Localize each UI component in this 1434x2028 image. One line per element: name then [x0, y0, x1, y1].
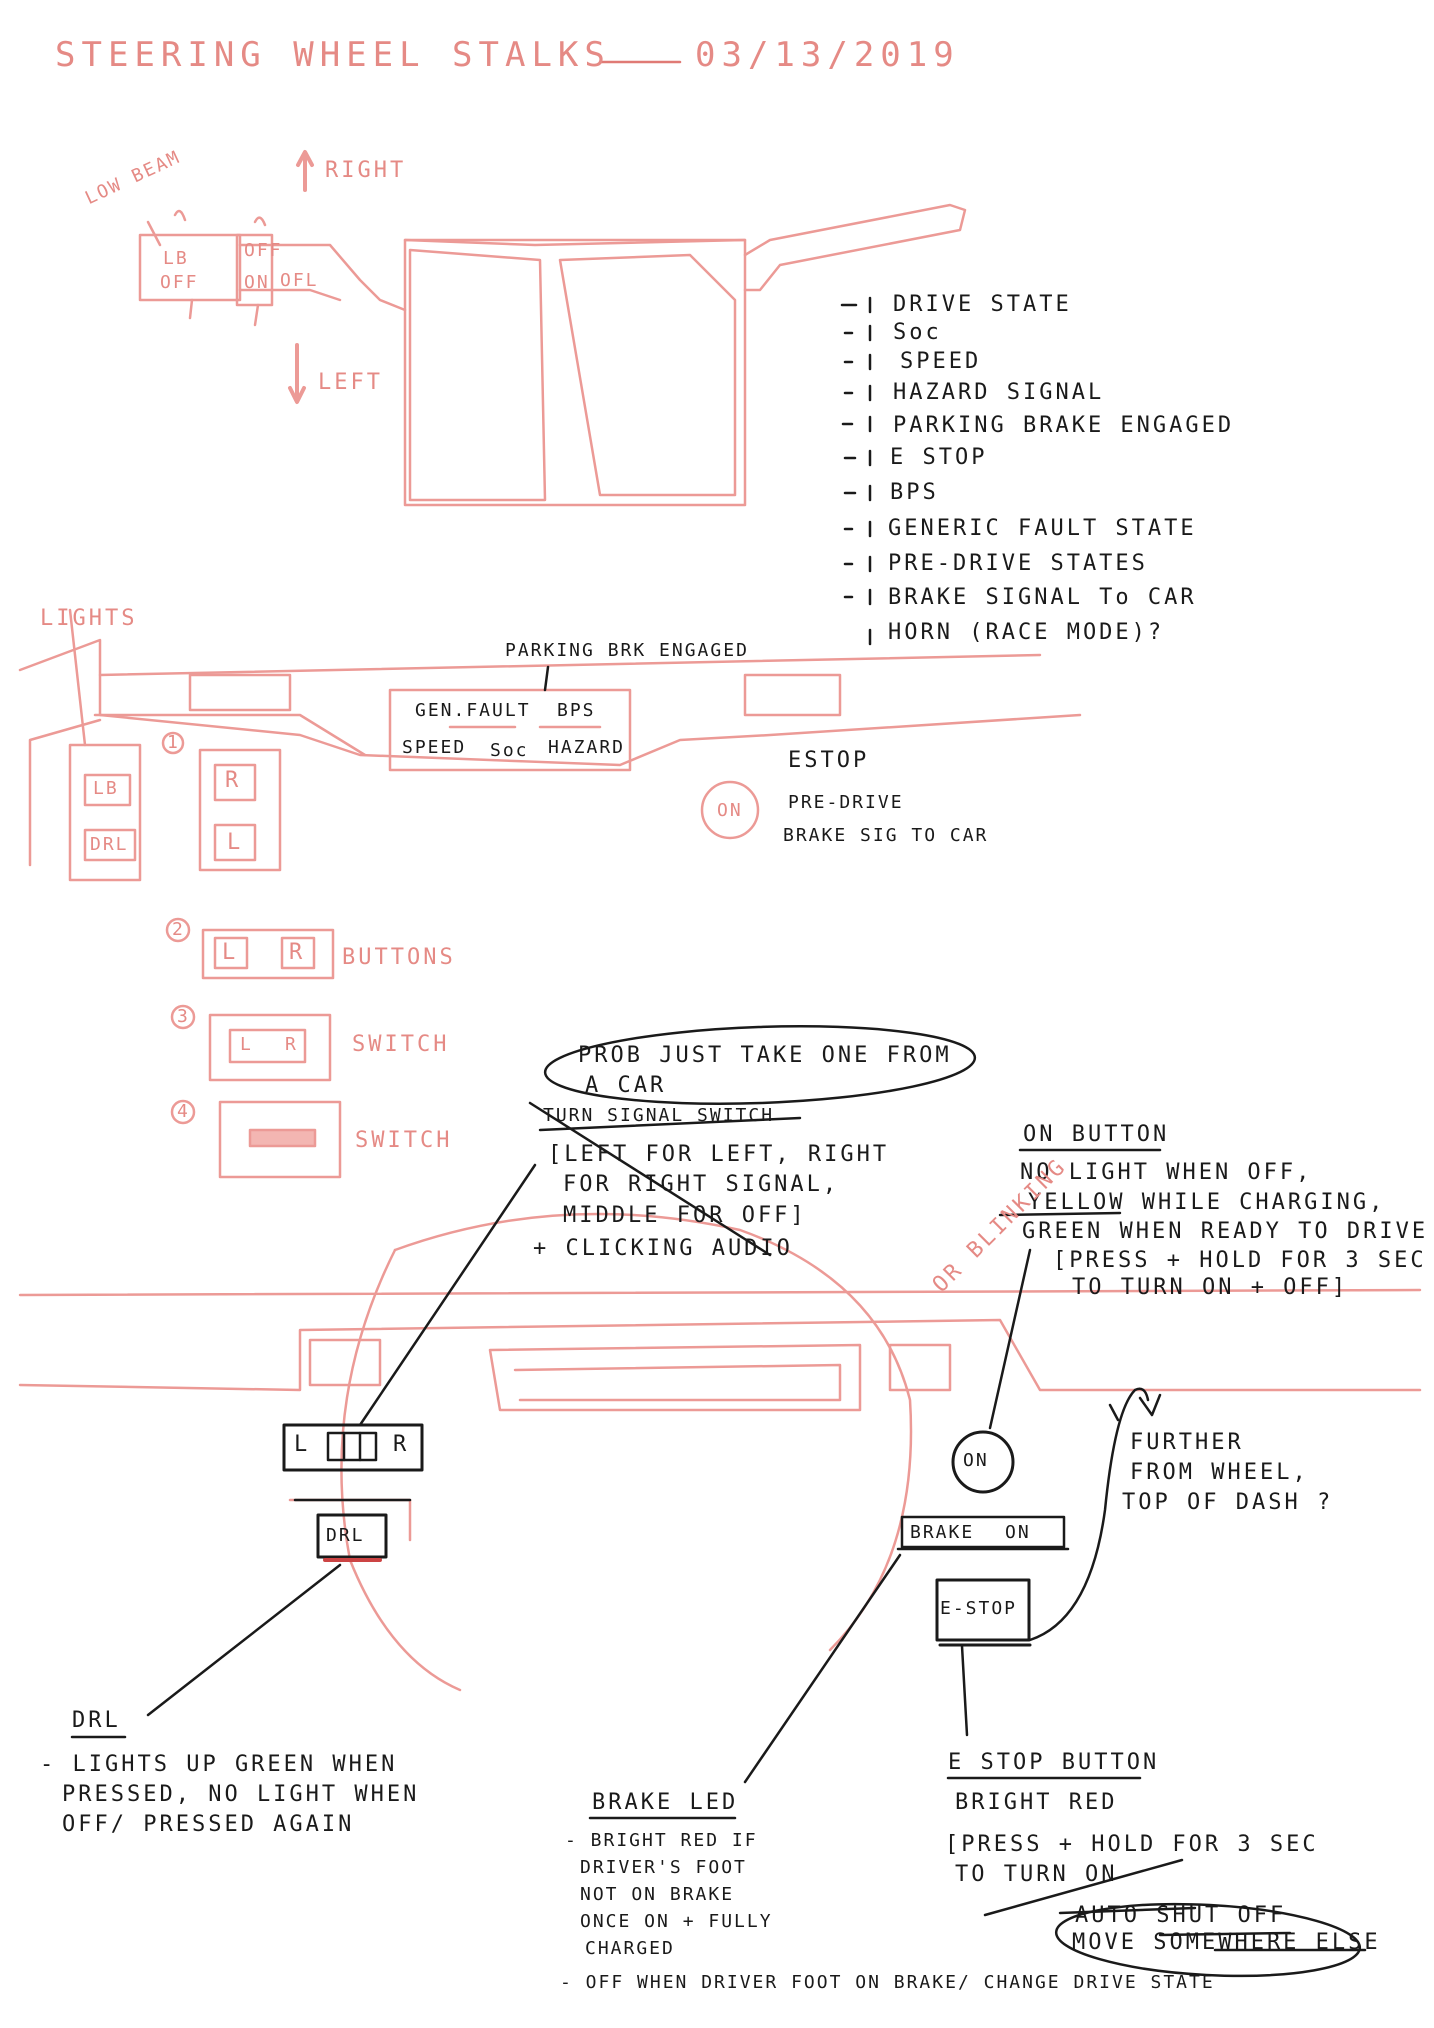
feature-item: HORN (RACE MODE)?: [888, 620, 1165, 645]
gen-fault-label: GEN.FAULT: [415, 700, 531, 721]
feature-item: SPEED: [900, 349, 982, 374]
estop-note-5: MOVE SOMEWHERE ELSE: [1072, 1930, 1381, 1955]
brake-on-label: ON: [1005, 1522, 1031, 1543]
brake-led-note-5: CHARGED: [585, 1938, 675, 1959]
feature-item: BRAKE SIGNAL To CAR: [888, 585, 1197, 610]
estop-note-1: BRIGHT RED: [955, 1790, 1118, 1815]
turn-signal-note-1: [LEFT FOR LEFT, RIGHT: [548, 1142, 890, 1167]
drl-title: DRL: [72, 1708, 121, 1733]
feature-item: PARKING BRAKE ENGAGED: [893, 413, 1235, 438]
brake-led-note-2: DRIVER'S FOOT: [580, 1857, 747, 1878]
estop-button-label: E-STOP: [940, 1598, 1018, 1619]
page-title: STEERING WHEEL STALKS: [55, 35, 611, 75]
drl-note-2: PRESSED, NO LIGHT WHEN: [62, 1782, 420, 1807]
sketch-r-button: R: [225, 768, 242, 793]
turn-signal-title: TURN SIGNAL SWITCH: [543, 1105, 775, 1126]
feature-item: Soc: [893, 320, 942, 345]
brake-led-note-3: NOT ON BRAKE: [580, 1884, 735, 1905]
brake-led-note-6: - OFF WHEN DRIVER FOOT ON BRAKE/ CHANGE …: [560, 1972, 1215, 1993]
buttons-label: BUTTONS: [342, 945, 456, 970]
feature-item: E STOP: [890, 445, 988, 470]
switch-label-1: SWITCH: [352, 1032, 450, 1057]
option-4-label: 4: [177, 1101, 190, 1122]
estop-note-3: TO TURN ON: [955, 1862, 1118, 1887]
stalk-lb: LB: [163, 248, 189, 269]
sketch-on-button: ON: [717, 800, 743, 821]
drl-button-label: DRL: [326, 1525, 365, 1546]
estop-title: E STOP BUTTON: [948, 1750, 1160, 1775]
option2-l: L: [222, 940, 239, 965]
option2-r: R: [289, 940, 306, 965]
turn-signal-r: R: [393, 1432, 410, 1457]
stalk-lb-off: OFF: [160, 272, 199, 293]
on-button-label: ON: [963, 1450, 989, 1471]
right-label: RIGHT: [325, 158, 407, 183]
on-button-title: ON BUTTON: [1023, 1122, 1170, 1147]
on-button-note-5: TO TURN ON + OFF]: [1072, 1275, 1349, 1300]
date: 03/13/2019: [695, 35, 960, 75]
soc-label: Soc: [490, 740, 529, 761]
switch-label-2: SWITCH: [355, 1128, 453, 1153]
on-button-note-4: [PRESS + HOLD FOR 3 SEC: [1053, 1248, 1427, 1273]
option-1-label: 1: [167, 732, 180, 753]
feature-item: GENERIC FAULT STATE: [888, 516, 1197, 541]
further-note-3: TOP OF DASH ?: [1122, 1490, 1334, 1515]
further-note-1: FURTHER: [1130, 1430, 1244, 1455]
feature-item: DRIVE STATE: [893, 292, 1072, 317]
option3-l: L: [240, 1034, 253, 1055]
option-3-label: 3: [177, 1006, 190, 1027]
stalk-ofl: OFL: [280, 270, 319, 291]
prob-note-2: A CAR: [585, 1073, 667, 1098]
drl-note-3: OFF/ PRESSED AGAIN: [62, 1812, 355, 1837]
hazard-label: HAZARD: [548, 737, 626, 758]
bps-label: BPS: [557, 700, 596, 721]
estop-note-4: AUTO SHUT OFF: [1075, 1903, 1287, 1928]
prob-note-1: PROB JUST TAKE ONE FROM: [578, 1043, 952, 1068]
feature-item: PRE-DRIVE STATES: [888, 551, 1148, 576]
sketch-drl-button: DRL: [90, 834, 129, 855]
turn-signal-note-4: + CLICKING AUDIO: [533, 1236, 793, 1261]
predrive-label: PRE-DRIVE: [788, 792, 904, 813]
turn-signal-l: L: [294, 1432, 311, 1457]
feature-list-ticks: [840, 296, 872, 646]
estop-note-2: [PRESS + HOLD FOR 3 SEC: [945, 1832, 1319, 1857]
sketch-l-button: L: [227, 830, 244, 855]
option3-r: R: [285, 1034, 298, 1055]
brake-label: BRAKE: [910, 1522, 975, 1543]
speed-label: SPEED: [402, 737, 467, 758]
stalk-off: OFF: [244, 240, 283, 261]
brake-sig-label: BRAKE SIG TO CAR: [783, 825, 989, 846]
feature-item: BPS: [890, 480, 939, 505]
on-button-note-1: NO LIGHT WHEN OFF,: [1020, 1160, 1313, 1185]
further-note-2: FROM WHEEL,: [1130, 1460, 1309, 1485]
feature-item: HAZARD SIGNAL: [893, 380, 1105, 405]
sketch-lb-button: LB: [93, 778, 119, 799]
option-2-label: 2: [172, 919, 185, 940]
turn-signal-note-3: MIDDLE FOR OFF]: [563, 1203, 807, 1228]
left-label: LEFT: [318, 370, 383, 395]
brake-led-note-1: - BRIGHT RED IF: [565, 1830, 758, 1851]
estop-label: ESTOP: [788, 748, 870, 773]
on-button-note-3: GREEN WHEN READY TO DRIVE: [1022, 1219, 1429, 1244]
turn-signal-note-2: FOR RIGHT SIGNAL,: [563, 1172, 840, 1197]
brake-led-title: BRAKE LED: [592, 1790, 739, 1815]
lights-label: LIGHTS: [40, 606, 138, 631]
on-button-note-2: YELLOW WHILE CHARGING,: [1028, 1190, 1386, 1215]
stalk-on: ON: [244, 272, 270, 293]
drl-note-1: - LIGHTS UP GREEN WHEN: [40, 1752, 398, 1777]
brake-led-note-4: ONCE ON + FULLY: [580, 1911, 773, 1932]
parking-brk-label: PARKING BRK ENGAGED: [505, 640, 749, 661]
